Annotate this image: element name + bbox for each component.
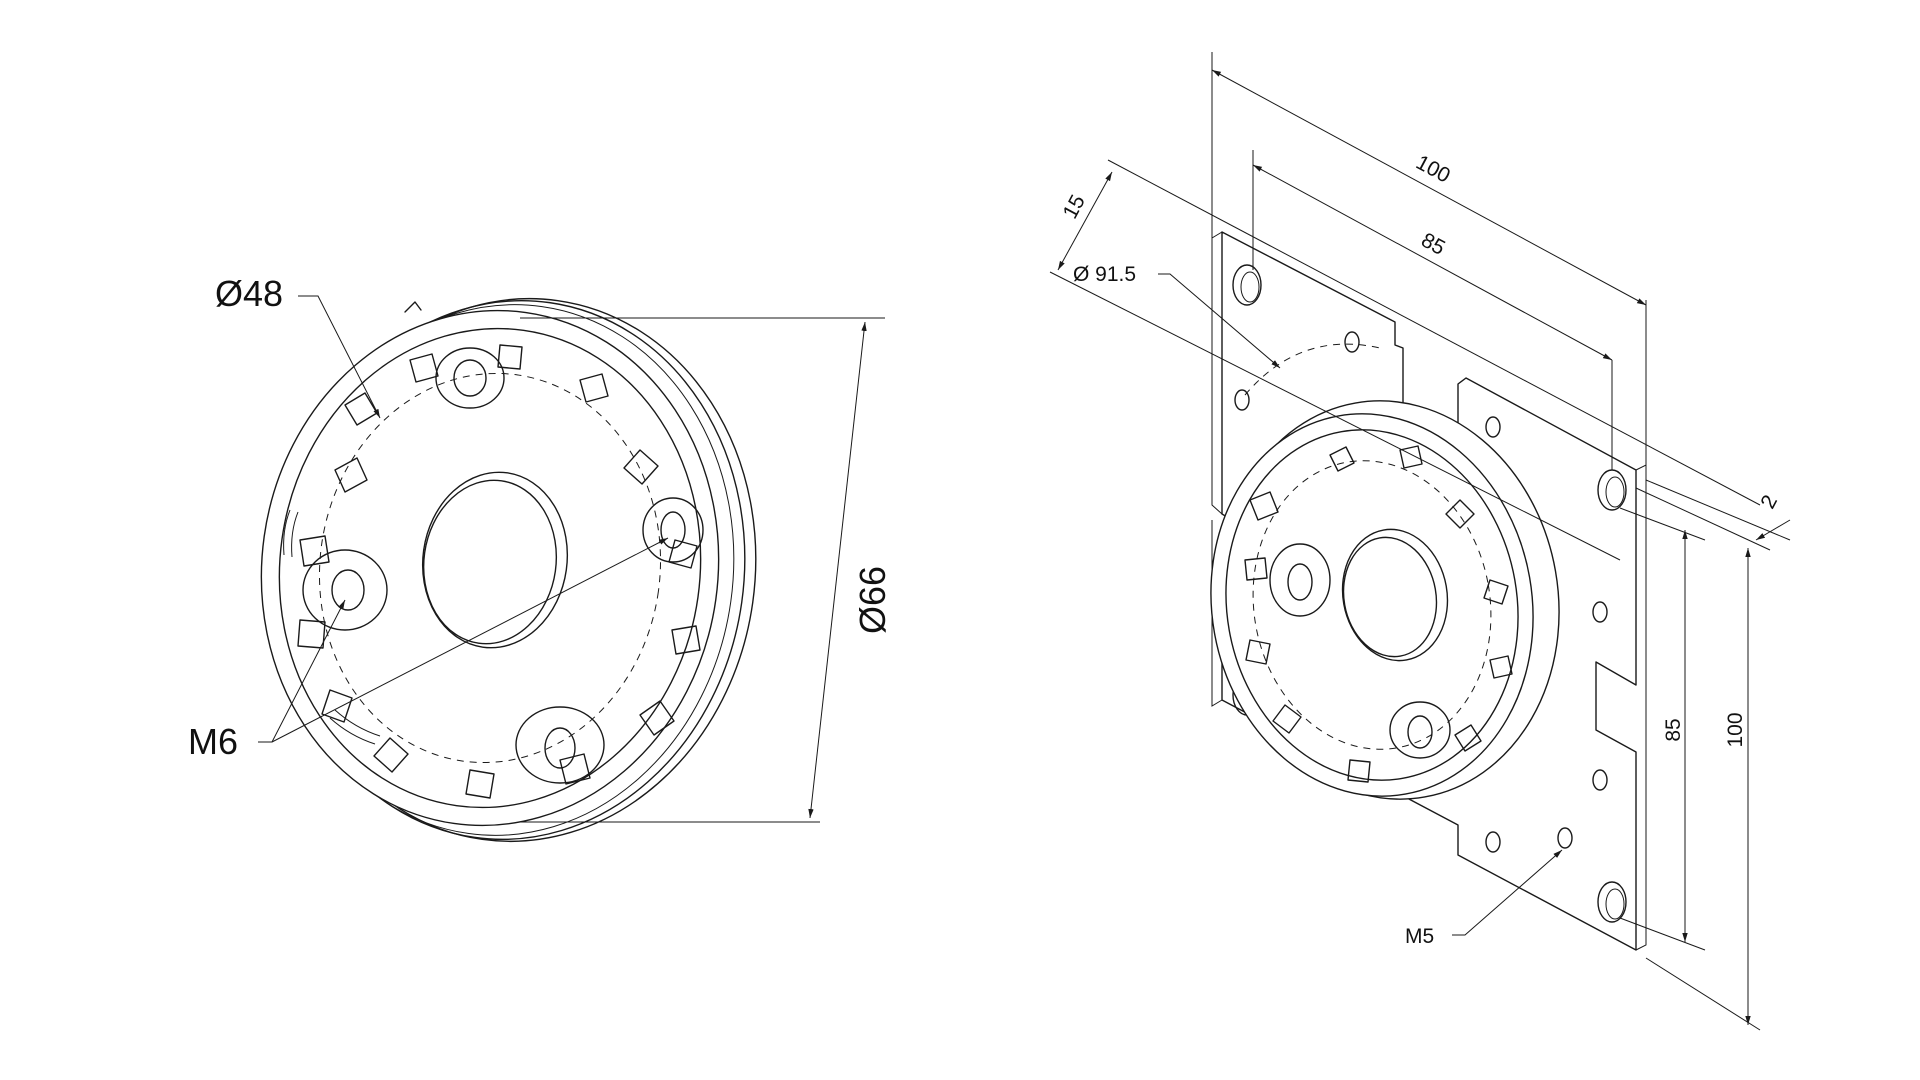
- inner-diameter-label: Ø48: [215, 273, 283, 314]
- offset-label: 15: [1059, 191, 1090, 222]
- m5-thread-label: M5: [1405, 925, 1434, 948]
- vertical-hole-spacing-label: 85: [1662, 718, 1685, 741]
- thickness-label: 2: [1756, 491, 1782, 512]
- mounted-adapter: [1210, 400, 1560, 800]
- hole-spacing-label: 85: [1417, 229, 1448, 260]
- m6-bosses: [302, 347, 704, 784]
- plate-view: 100 85 15 Ø 91.5 2 85 100 M5: [1049, 52, 1791, 1031]
- rim-slots: [283, 509, 381, 745]
- rim-castellations: [297, 344, 701, 799]
- bolt-circle-label: Ø 91.5: [1073, 263, 1136, 286]
- m6-thread-label: M6: [188, 721, 238, 762]
- plate-height-label: 100: [1724, 712, 1747, 747]
- front-view-adapter: Ø66 Ø48 M6: [188, 273, 893, 843]
- outer-diameter-label: Ø66: [852, 566, 893, 634]
